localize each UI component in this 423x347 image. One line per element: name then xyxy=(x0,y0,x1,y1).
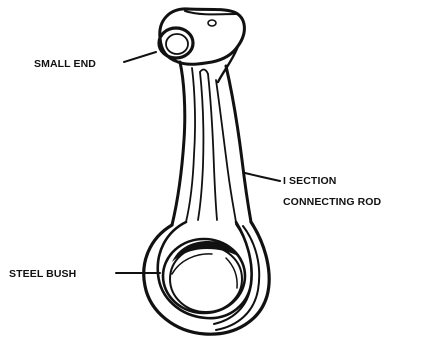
steel-bush xyxy=(170,241,242,312)
big-end xyxy=(144,222,269,334)
small-end-label: SMALL END xyxy=(34,58,96,70)
i-section-label-line2: CONNECTING ROD xyxy=(283,196,382,208)
i-section-shank xyxy=(172,62,251,225)
i-section-label-line1: I SECTION xyxy=(283,175,336,187)
small-end-leader xyxy=(124,52,156,62)
i-section-leader xyxy=(245,173,280,181)
steel-bush-label: STEEL BUSH xyxy=(9,268,76,280)
